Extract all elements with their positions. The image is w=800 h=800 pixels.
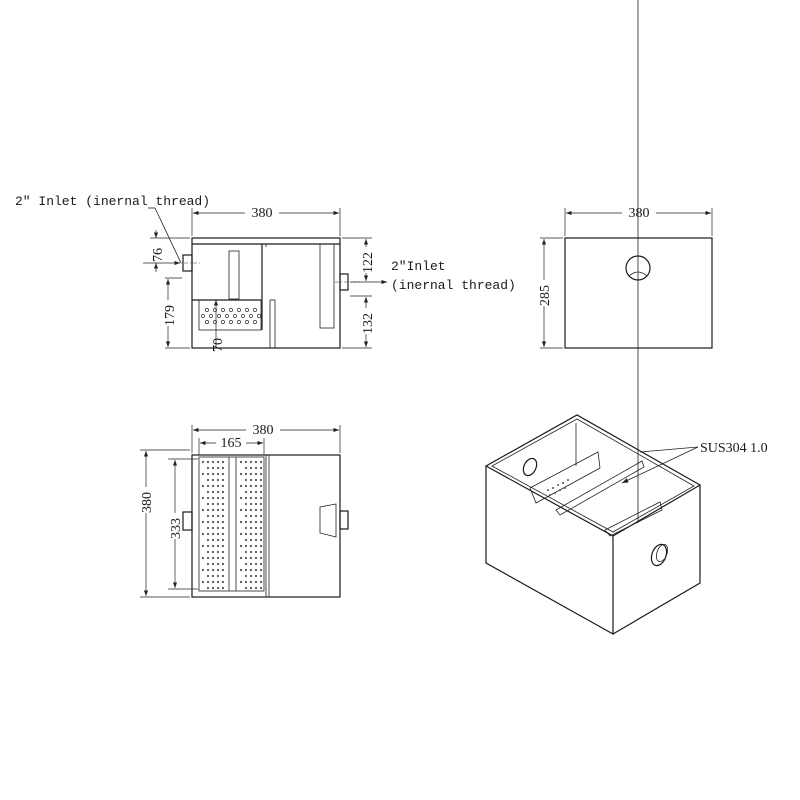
front-left-top-label: 76 [151,248,166,262]
front-basket-height-label: 70 [211,338,226,352]
iso-material-label: SUS304 1.0 [700,441,768,456]
side-width-label: 380 [629,206,650,221]
iso-top-rim [485,414,701,486]
top-depth-label: 380 [140,492,155,513]
front-right-inlet-label-line2: (inernal thread) [391,278,516,293]
iso-basket-perforations [547,479,569,496]
side-view-body [564,237,713,349]
top-view: 380 165 380 333 [139,421,349,598]
side-height-label: 285 [538,285,553,306]
front-basket-perforations [201,308,261,324]
front-width-label: 380 [252,206,273,221]
front-left-bottom-label: 179 [163,305,178,326]
top-basket-depth-label: 333 [169,518,184,539]
top-basket-perforations [201,460,263,590]
front-left-inlet-stub [182,254,193,272]
side-view: 380 285 [537,204,713,349]
top-right-outlet-baffle [319,503,337,538]
top-right-outlet-stub [339,510,349,530]
front-view-body [191,237,341,349]
front-left-inlet-label: 2″ Inlet (inernal thread) [15,194,210,209]
iso-front-face [485,464,614,636]
front-view: 70 380 76 179 2″ Inlet (inernal thread) … [15,194,516,352]
isometric-view: SUS304 1.0 [485,0,768,636]
front-right-top-label: 122 [361,252,376,273]
top-width-label: 380 [253,423,274,438]
top-basket-width-label: 165 [221,436,242,451]
top-left-inlet-stub [182,511,193,531]
front-right-inlet-label-line1: 2″Inlet [391,259,446,274]
front-basket [198,299,262,331]
top-basket-frame [198,456,265,592]
iso-right-face [612,483,701,635]
iso-inlet-hole [522,457,538,477]
front-right-bottom-label: 132 [361,313,376,334]
